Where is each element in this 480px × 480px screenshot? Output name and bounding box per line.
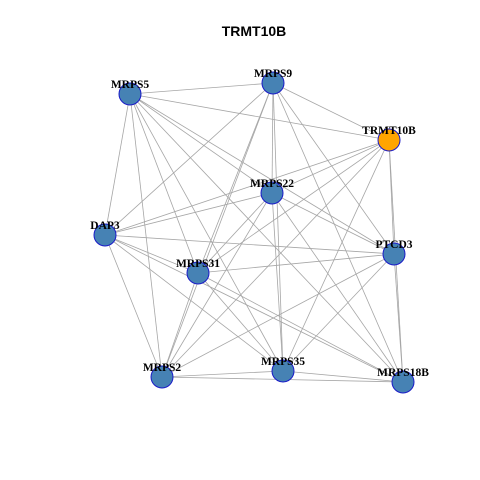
node-label-mrps2: MRPS2 xyxy=(143,362,182,374)
edge-mrps5-dap3 xyxy=(104,93,131,236)
node-mrps18b[interactable] xyxy=(391,370,415,394)
edge-dap3-mrps31 xyxy=(104,234,199,274)
edge-layer xyxy=(104,82,404,383)
edge-trmt10b-mrps35 xyxy=(282,139,390,372)
node-label-ptcd3: PTCD3 xyxy=(375,239,412,251)
edge-dap3-mrps2 xyxy=(104,234,163,378)
edge-dap3-mrps18b xyxy=(104,234,404,383)
edge-mrps9-trmt10b xyxy=(272,82,390,141)
edge-mrps22-mrps18b xyxy=(271,192,404,383)
node-mrps2[interactable] xyxy=(150,365,174,389)
node-mrps35[interactable] xyxy=(271,359,295,383)
edge-mrps35-mrps18b xyxy=(282,370,404,383)
node-label-dap3: DAP3 xyxy=(90,220,120,232)
edge-mrps31-mrps35 xyxy=(197,272,284,372)
edge-mrps9-dap3 xyxy=(104,82,274,236)
edge-mrps22-mrps31 xyxy=(197,192,273,274)
edge-mrps22-dap3 xyxy=(104,192,273,236)
node-label-mrps31: MRPS31 xyxy=(176,258,220,270)
node-label-mrps5: MRPS5 xyxy=(111,79,150,91)
edge-mrps9-mrps31 xyxy=(197,82,274,274)
node-label-mrps35: MRPS35 xyxy=(261,356,305,368)
node-layer xyxy=(93,71,415,394)
node-label-mrps9: MRPS9 xyxy=(254,68,293,80)
edge-mrps9-ptcd3 xyxy=(272,82,395,255)
node-label-trmt10b: TRMT10B xyxy=(362,125,416,137)
node-trmt10b[interactable] xyxy=(377,128,401,152)
edge-mrps22-ptcd3 xyxy=(271,192,395,255)
edge-mrps5-mrps22 xyxy=(129,93,273,194)
node-mrps5[interactable] xyxy=(118,82,142,106)
edge-mrps5-mrps31 xyxy=(129,93,199,274)
edge-mrps9-mrps2 xyxy=(161,82,274,378)
edge-dap3-mrps35 xyxy=(104,234,284,372)
edge-trmt10b-mrps22 xyxy=(271,139,390,194)
edge-trmt10b-dap3 xyxy=(104,139,390,236)
edge-mrps9-mrps18b xyxy=(272,82,404,383)
edge-mrps5-ptcd3 xyxy=(129,93,395,255)
edge-mrps31-mrps18b xyxy=(197,272,404,383)
edge-ptcd3-mrps35 xyxy=(282,253,395,372)
edge-ptcd3-mrps18b xyxy=(393,253,404,383)
edge-mrps31-mrps2 xyxy=(161,272,199,378)
node-mrps9[interactable] xyxy=(261,71,285,95)
edge-dap3-ptcd3 xyxy=(104,234,395,255)
edge-trmt10b-mrps31 xyxy=(197,139,390,274)
edge-mrps9-mrps22 xyxy=(271,82,274,194)
node-label-mrps18b: MRPS18B xyxy=(377,367,429,379)
node-mrps22[interactable] xyxy=(260,181,284,205)
diagram-title: TRMT10B xyxy=(222,23,287,39)
node-label-mrps22: MRPS22 xyxy=(250,178,294,190)
edge-mrps22-mrps35 xyxy=(271,192,284,372)
edge-mrps22-mrps2 xyxy=(161,192,273,378)
node-dap3[interactable] xyxy=(93,223,117,247)
edge-mrps5-mrps9 xyxy=(129,82,274,95)
edge-mrps5-mrps18b xyxy=(129,93,404,383)
node-ptcd3[interactable] xyxy=(382,242,406,266)
edge-mrps2-mrps35 xyxy=(161,370,284,378)
edge-mrps9-mrps35 xyxy=(272,82,284,372)
node-mrps31[interactable] xyxy=(186,261,210,285)
edge-ptcd3-mrps31 xyxy=(197,253,395,274)
edge-mrps5-mrps35 xyxy=(129,93,284,372)
edge-trmt10b-mrps2 xyxy=(161,139,390,378)
edge-mrps5-mrps2 xyxy=(129,93,163,378)
